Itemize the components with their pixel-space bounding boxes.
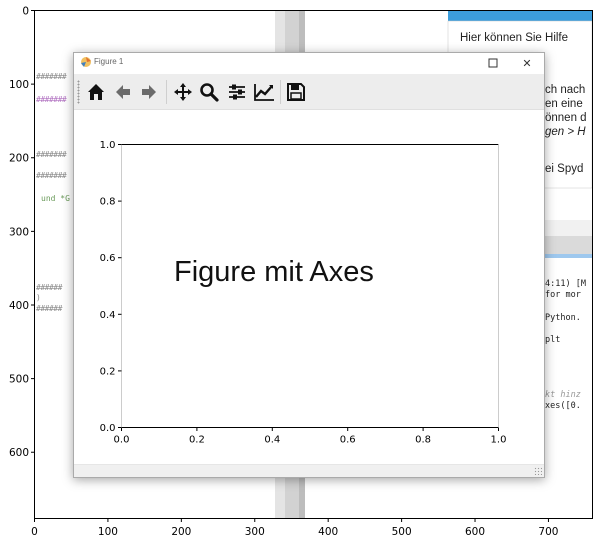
back-button[interactable] (111, 80, 135, 104)
inner-y-tick-label: 0.6 (100, 253, 116, 264)
inner-x-tick-label: 0.4 (264, 435, 280, 446)
outer-y-tick-label: 0 (22, 6, 29, 18)
help-text-line: önnen d (545, 112, 587, 124)
floppy-disk-icon (287, 83, 305, 101)
close-button[interactable]: ✕ (522, 56, 532, 70)
maximize-icon (488, 58, 498, 68)
outer-x-tick-label: 600 (465, 526, 485, 538)
editor-code-line: und *G (41, 194, 70, 203)
outer-y-tick-label: 600 (9, 447, 29, 459)
inner-y-tick-label: 1.0 (100, 140, 116, 151)
outer-x-tick-label: 0 (31, 526, 38, 538)
outer-y-tick-label: 300 (9, 226, 29, 238)
outer-x-tick-label: 100 (98, 526, 118, 538)
inner-y-tick-label: 0.8 (100, 197, 116, 208)
editor-code-line: ####### (36, 171, 67, 180)
zoom-button[interactable] (197, 80, 221, 104)
home-icon (88, 84, 104, 100)
sliders-icon (229, 84, 245, 100)
arrow-right-icon (142, 85, 156, 99)
arrow-left-icon (116, 85, 130, 99)
console-text-line: for mor (545, 290, 581, 300)
toolbar-separator (166, 80, 167, 104)
inner-plot: 0.0 0.2 0.4 0.6 0.8 1.0 0.0 0.2 0.4 0.6 0.8 1.0 Fi… (100, 140, 507, 446)
help-text-line: ei Spyd (545, 163, 584, 175)
inner-y-tick-label: 0.2 (100, 366, 116, 377)
edit-axes-button[interactable] (252, 80, 276, 104)
outer-x-tick-label: 400 (318, 526, 338, 538)
help-text-line: en eine (545, 98, 583, 110)
help-text-line: gen > H (545, 126, 586, 138)
help-pane-header (448, 11, 592, 21)
inner-x-tick-label: 1.0 (491, 435, 507, 446)
outer-y-axis: 0 100 200 300 400 500 600 (9, 6, 35, 459)
inner-y-axis: 0.0 0.2 0.4 0.6 0.8 1.0 (100, 140, 122, 434)
help-text-line: ch nach (545, 84, 586, 96)
inner-x-axis: 0.0 0.2 0.4 0.6 0.8 1.0 (114, 427, 507, 446)
forward-button[interactable] (137, 80, 161, 104)
console-text-line: 4:11) [M (545, 279, 586, 289)
figure-annotation: Figure mit Axes (174, 256, 374, 288)
line-chart-icon (254, 84, 274, 101)
console-text-line: kt hinz (545, 390, 581, 400)
title-bar[interactable]: Figure 1 ✕ (74, 53, 544, 73)
outer-x-tick-label: 300 (245, 526, 265, 538)
window-title: Figure 1 (94, 57, 124, 66)
editor-code-line: ####### (36, 150, 67, 159)
resize-grip[interactable] (534, 467, 542, 475)
outer-x-tick-label: 700 (538, 526, 558, 538)
editor-code-line: ) (36, 293, 41, 302)
inner-y-tick-label: 0.0 (100, 423, 116, 434)
home-button[interactable] (84, 80, 108, 104)
editor-code-line: ###### (36, 304, 62, 313)
matplotlib-app-icon (81, 57, 91, 67)
move-icon (174, 83, 192, 101)
outer-y-tick-label: 200 (9, 153, 29, 165)
outer-x-tick-label: 500 (392, 526, 412, 538)
subplots-button[interactable] (225, 80, 249, 104)
help-text-line: Hier können Sie Hilfe (460, 32, 569, 44)
figure-canvas[interactable]: 0.0 0.2 0.4 0.6 0.8 1.0 0.0 0.2 0.4 0.6 0.8 1.0 Fi… (74, 110, 544, 464)
inner-x-tick-label: 0.2 (189, 435, 205, 446)
outer-y-tick-label: 500 (9, 374, 29, 386)
save-button[interactable] (284, 80, 308, 104)
navigation-toolbar (74, 74, 544, 110)
console-text-line: xes([0. (545, 401, 581, 411)
outer-y-tick-label: 400 (9, 300, 29, 312)
console-text-line: plt (545, 335, 561, 345)
outer-x-axis: 0 100 200 300 400 500 600 700 (31, 518, 558, 538)
outer-axes-frame (34, 10, 593, 519)
toolbar-separator (280, 80, 281, 104)
magnifier-icon (200, 83, 219, 102)
inner-x-tick-label: 0.6 (340, 435, 356, 446)
outer-x-tick-label: 200 (171, 526, 191, 538)
toolbar-grip[interactable] (77, 80, 80, 104)
inner-x-tick-label: 0.0 (114, 435, 130, 446)
console-text-line: Python. (545, 313, 581, 323)
figure-window[interactable]: Figure 1 ✕ (73, 52, 545, 478)
status-bar (74, 464, 544, 477)
pan-button[interactable] (171, 80, 195, 104)
inner-y-tick-label: 0.4 (100, 310, 116, 321)
maximize-button[interactable] (476, 53, 510, 73)
editor-code-line: ####### (36, 72, 67, 81)
editor-code-line: ####### (36, 95, 67, 104)
outer-y-tick-label: 100 (9, 79, 29, 91)
inner-x-tick-label: 0.8 (415, 435, 431, 446)
editor-code-line: ###### (36, 283, 62, 292)
